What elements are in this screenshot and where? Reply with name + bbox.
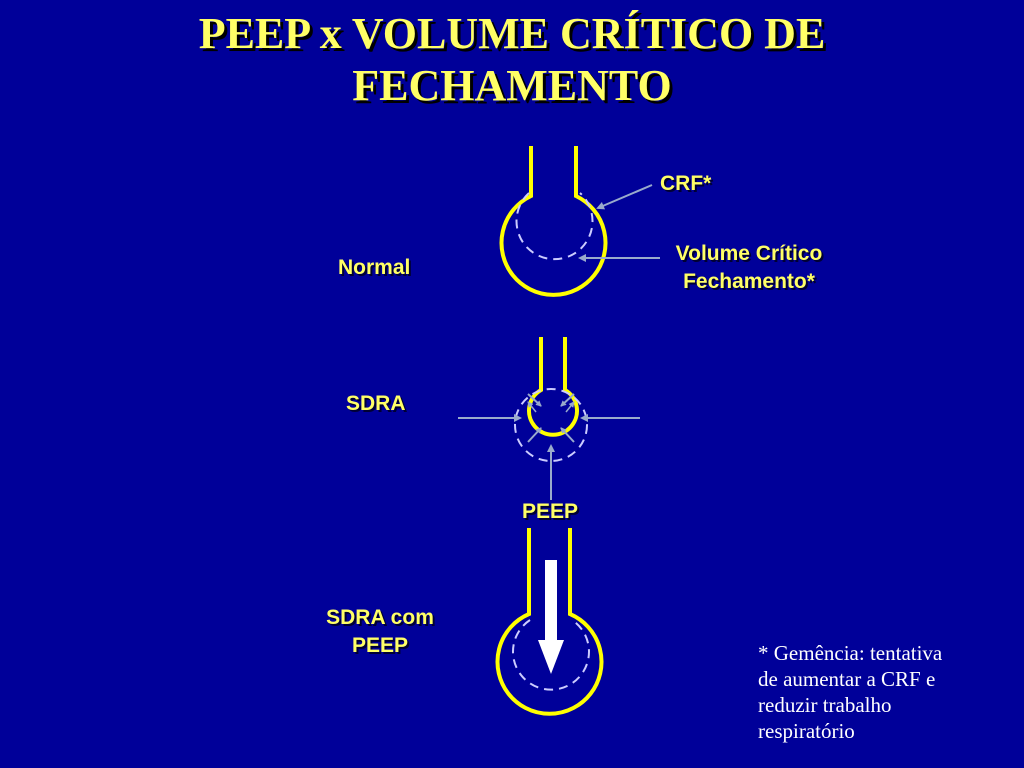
sdra-collapse-arrow-3 xyxy=(527,427,542,443)
sdra-collapse-arrow-4 xyxy=(560,427,575,443)
alveolus-sdra-peep-outline xyxy=(495,528,604,716)
alveolus-sdra-outline xyxy=(527,337,579,437)
label-normal: Normal xyxy=(338,256,411,279)
alveolus-sdra-critical-volume xyxy=(514,388,588,462)
page-title: PEEP x VOLUME CRÍTICO DE FECHAMENTO xyxy=(0,8,1024,112)
footnote-line-1: * Gemência: tentativa xyxy=(758,641,943,665)
crf-arrow xyxy=(596,184,653,210)
peep-pressure-arrow xyxy=(538,560,564,674)
footnote-line-2: de aumentar a CRF e xyxy=(758,667,936,691)
page-title-line-1: PEEP x VOLUME CRÍTICO DE xyxy=(198,9,826,58)
label-volume-critico: Volume Crítico Fechamento* xyxy=(664,240,834,296)
label-crf: CRF* xyxy=(660,172,712,195)
label-sdra-com-peep-line-2: PEEP xyxy=(351,634,409,657)
alveolus-normal xyxy=(499,146,660,297)
sdra-expansion-arrow-1 xyxy=(527,401,537,413)
sdra-expansion-arrow-2 xyxy=(565,401,575,413)
alveolus-normal-critical-volume xyxy=(515,192,594,261)
label-volume-critico-line-1: Volume Crítico xyxy=(675,242,823,265)
label-volume-critico-line-2: Fechamento* xyxy=(683,270,815,293)
label-sdra: SDRA xyxy=(346,392,406,415)
page-title-line-2: FECHAMENTO xyxy=(352,61,672,110)
alveolus-normal-outline xyxy=(499,146,608,297)
label-sdra-com-peep: SDRA com PEEP xyxy=(310,604,450,660)
alveolus-sdra-peep-critical-volume xyxy=(512,619,590,691)
sdra-collapse-arrow-2 xyxy=(560,393,575,407)
label-peep: PEEP xyxy=(522,500,579,523)
footnote-line-3: reduzir trabalho xyxy=(758,693,892,717)
footnote-line-4: respiratório xyxy=(758,719,855,743)
alveolus-sdra-peep xyxy=(495,528,604,716)
sdra-collapse-arrow-1 xyxy=(527,393,542,407)
label-sdra-com-peep-line-1: SDRA com xyxy=(326,606,434,629)
alveolus-sdra xyxy=(458,337,640,500)
footnote: * Gemência: tentativa de aumentar a CRF … xyxy=(758,640,1008,744)
